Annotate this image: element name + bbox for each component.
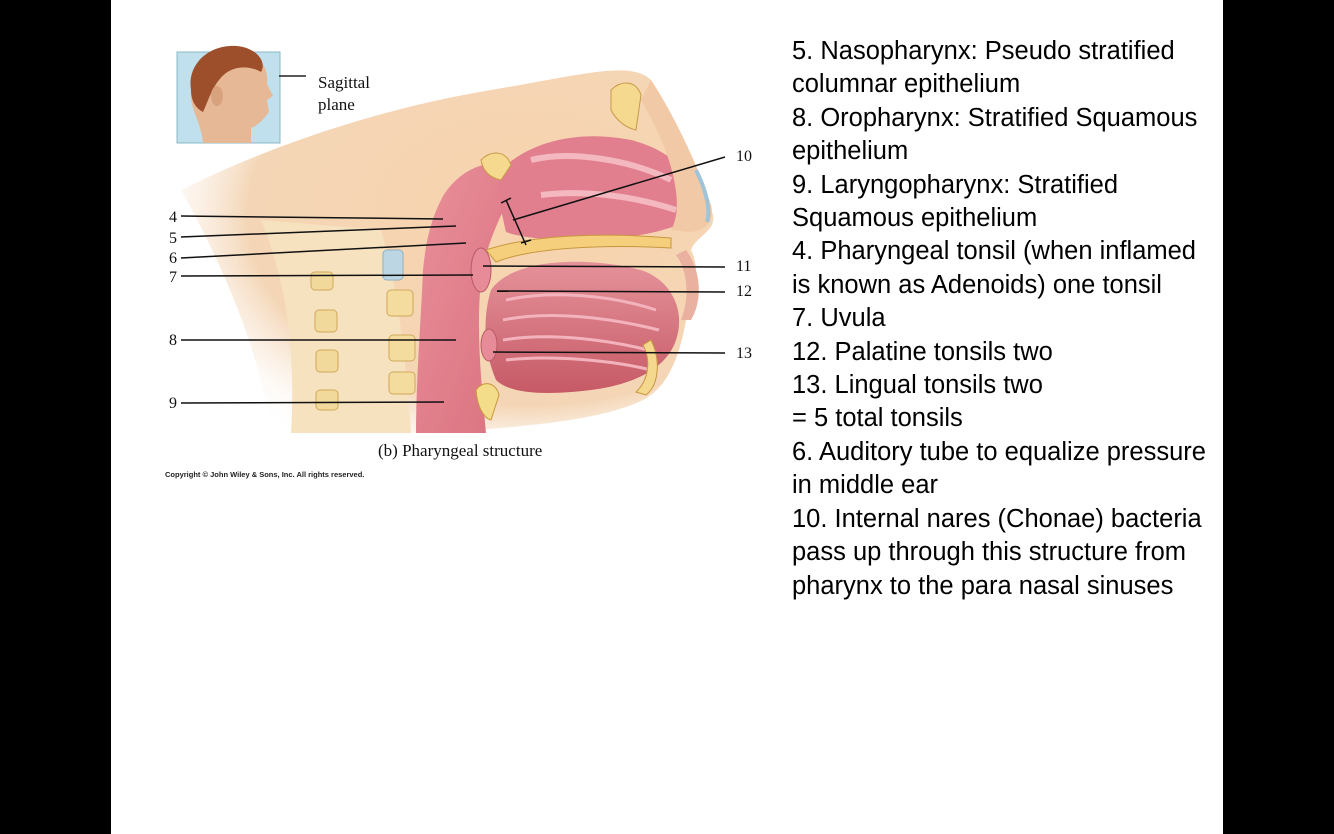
label-number: 8: [169, 332, 177, 350]
notes-text: 5. Nasopharynx: Pseudo stratified column…: [792, 35, 1212, 603]
note-palatine-tonsils: 12. Palatine tonsils two: [792, 336, 1212, 369]
label-number: 11: [736, 258, 751, 276]
note-pharyngeal-tonsil: 4. Pharyngeal tonsil (when inflamed is k…: [792, 235, 1212, 302]
note-laryngopharynx: 9. Laryngopharynx: Stratified Squamous e…: [792, 169, 1212, 236]
copyright-notice: Copyright © John Wiley & Sons, Inc. All …: [165, 470, 364, 479]
label-number: 13: [736, 345, 752, 363]
label-number: 6: [169, 250, 177, 268]
note-uvula: 7. Uvula: [792, 302, 1212, 335]
label-number: 10: [736, 148, 752, 166]
label-number: 12: [736, 283, 752, 301]
inset-head-icon: [177, 46, 306, 143]
label-number: 4: [169, 209, 177, 227]
note-total-tonsils: = 5 total tonsils: [792, 402, 1212, 435]
label-number: 7: [169, 269, 177, 287]
sagittal-section-illustration: [111, 0, 791, 500]
note-lingual-tonsils: 13. Lingual tonsils two: [792, 369, 1212, 402]
sagittal-plane-label: Sagittal plane: [318, 72, 398, 116]
note-auditory-tube: 6. Auditory tube to equalize pressure in…: [792, 436, 1212, 503]
note-internal-nares: 10. Internal nares (Chonae) bacteria pas…: [792, 503, 1212, 603]
label-number: 9: [169, 395, 177, 413]
figure-caption: (b) Pharyngeal structure: [378, 441, 542, 461]
pharynx-figure: Sagittal plane 4 5 6 7 8 9 10 11 12 13 (…: [111, 0, 791, 500]
note-oropharynx: 8. Oropharynx: Stratified Squamous epith…: [792, 102, 1212, 169]
label-number: 5: [169, 230, 177, 248]
note-nasopharynx: 5. Nasopharynx: Pseudo stratified column…: [792, 35, 1212, 102]
slide: Sagittal plane 4 5 6 7 8 9 10 11 12 13 (…: [111, 0, 1223, 834]
